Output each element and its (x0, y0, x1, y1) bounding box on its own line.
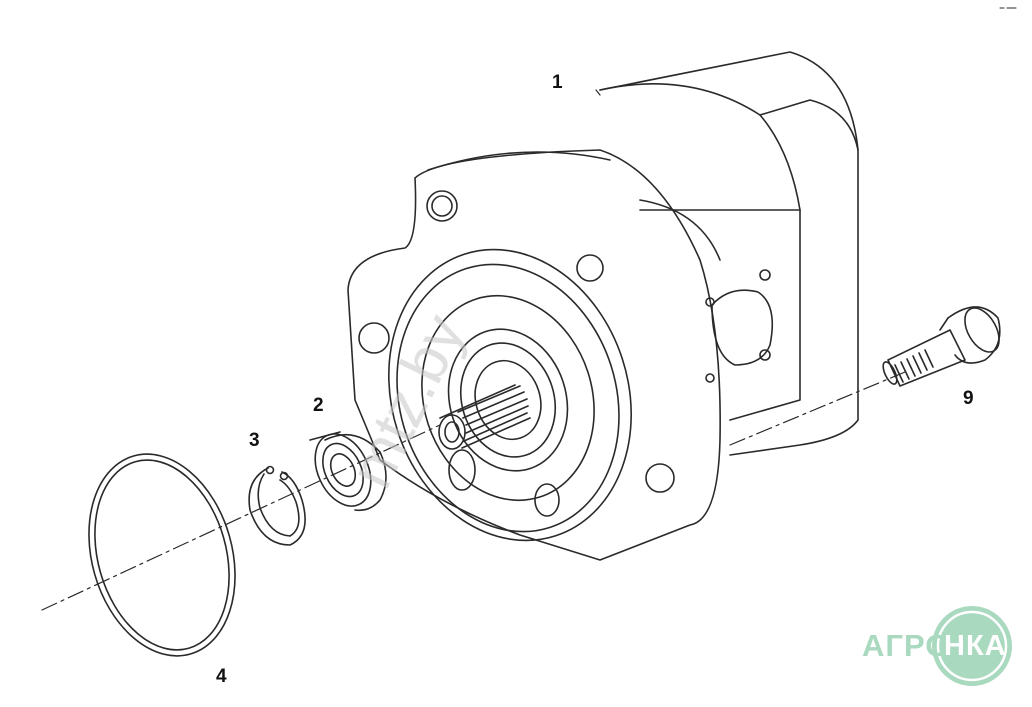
logo-text-circle: НКА (944, 630, 1007, 662)
leader-line (595, 89, 601, 96)
shaft-seal (309, 431, 387, 512)
part-label-1: 1 (552, 72, 563, 93)
circlip-ring (248, 465, 306, 546)
logo-circle (932, 606, 1012, 686)
pump-body (347, 51, 859, 561)
part-label-9: 9 (963, 388, 974, 409)
part-label-3: 3 (249, 430, 260, 451)
logo-text-left: АГРО (862, 628, 951, 663)
part-label-4: 4 (216, 666, 227, 687)
o-ring (88, 453, 236, 657)
mounting-bolt (882, 306, 1001, 387)
splined-shaft (438, 384, 531, 450)
center-axis-line (41, 371, 906, 611)
part-label-2: 2 (313, 395, 324, 416)
